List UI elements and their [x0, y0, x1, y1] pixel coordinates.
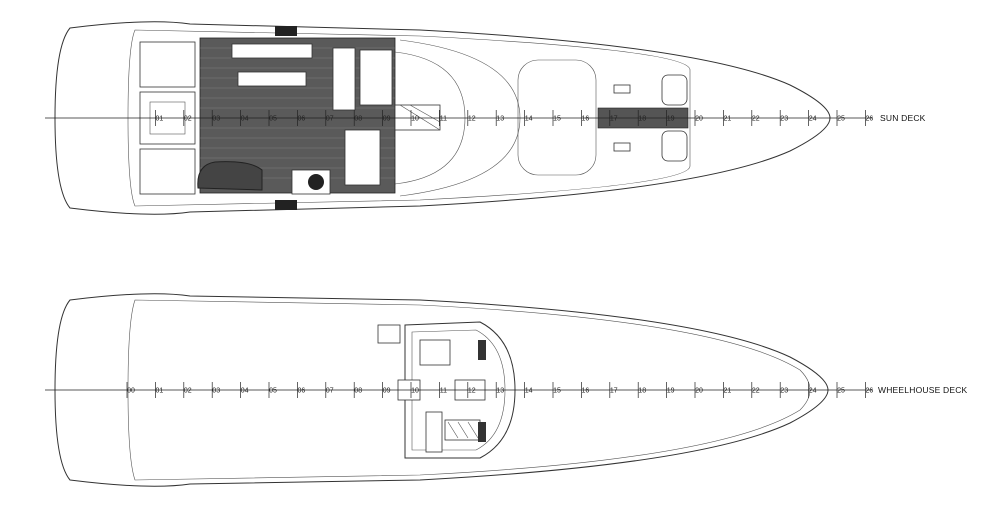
- sun-deck-plan: 01 02 03 04 05 06 07 08 09 10 11 12 13 14 15 16 17 18 19 20…: [45, 21, 926, 215]
- station-label: 19: [667, 116, 675, 123]
- station-label: 15: [553, 116, 561, 123]
- station-label: 12: [468, 388, 476, 395]
- station-label: 18: [638, 388, 646, 395]
- wheelhouse-deck-label: WHEELHOUSE DECK: [878, 385, 968, 395]
- sun-deck-label: SUN DECK: [880, 113, 926, 123]
- station-label: 26: [866, 388, 874, 395]
- station-label: 02: [184, 116, 192, 123]
- station-label: 14: [525, 388, 533, 395]
- station-label: 19: [667, 388, 675, 395]
- station-label: 22: [752, 116, 760, 123]
- station-label: 06: [298, 388, 306, 395]
- station-label: 07: [326, 116, 334, 123]
- hatch-forward: [517, 59, 597, 176]
- station-label: 09: [383, 116, 391, 123]
- station-label: 17: [610, 116, 618, 123]
- station-label: 24: [809, 116, 817, 123]
- station-label: 09: [383, 388, 391, 395]
- console-unit: [332, 47, 356, 111]
- station-label: 21: [724, 116, 732, 123]
- station-label: 08: [354, 388, 362, 395]
- station-label: 00: [127, 388, 135, 395]
- station-label: 25: [837, 116, 845, 123]
- sun-deck-inner-outline: [127, 29, 691, 207]
- station-label: 17: [610, 388, 618, 395]
- station-label: 04: [241, 116, 249, 123]
- station-label: 23: [780, 116, 788, 123]
- station-label: 01: [156, 116, 164, 123]
- sunpad-port: [139, 41, 196, 88]
- sunpad-starboard: [139, 148, 196, 195]
- station-label: 05: [269, 116, 277, 123]
- station-label: 11: [440, 116, 447, 123]
- station-label: 16: [582, 388, 590, 395]
- dining-table: [237, 71, 307, 87]
- wheelhouse-deck-stations: 00 01 02 03 04 05 06 07 08 09 10 11 12 13 14 15 16 17 18 19…: [126, 382, 874, 398]
- station-label: 12: [468, 116, 476, 123]
- station-label: 01: [156, 388, 164, 395]
- station-label: 23: [780, 388, 788, 395]
- bar-counter: [231, 43, 313, 59]
- station-label: 25: [837, 388, 845, 395]
- station-label: 06: [298, 116, 306, 123]
- station-label: 16: [582, 116, 590, 123]
- station-label: 20: [695, 116, 703, 123]
- station-label: 13: [496, 388, 504, 395]
- station-label: 05: [269, 388, 277, 395]
- sun-deck-stations: 01 02 03 04 05 06 07 08 09 10 11 12 13 14 15 16 17 18 19 20…: [155, 110, 873, 126]
- station-label: 24: [809, 388, 817, 395]
- wheelhouse-hull-outline: [54, 293, 829, 487]
- station-label: 26: [866, 116, 874, 123]
- station-label: 13: [496, 116, 504, 123]
- station-label: 21: [724, 388, 732, 395]
- station-label: 03: [212, 116, 220, 123]
- station-label: 10: [411, 388, 419, 395]
- wheelhouse-inner-outline: [127, 299, 811, 481]
- station-label: 14: [525, 116, 533, 123]
- station-label: 22: [752, 388, 760, 395]
- wheelhouse-deck-plan: 00 01 02 03 04 05 06 07 08 09 10 11 12 13 14 15 16 17 18 19…: [45, 293, 968, 487]
- station-label: 04: [241, 388, 249, 395]
- station-label: 10: [411, 116, 419, 123]
- station-label: 20: [695, 388, 703, 395]
- station-label: 03: [212, 388, 220, 395]
- stairs: [197, 161, 263, 191]
- station-label: 11: [440, 388, 447, 395]
- station-label: 18: [638, 116, 646, 123]
- station-label: 08: [354, 116, 362, 123]
- station-label: 07: [326, 388, 334, 395]
- station-label: 02: [184, 388, 192, 395]
- station-label: 15: [553, 388, 561, 395]
- sun-deck-hull-outline: [54, 21, 831, 215]
